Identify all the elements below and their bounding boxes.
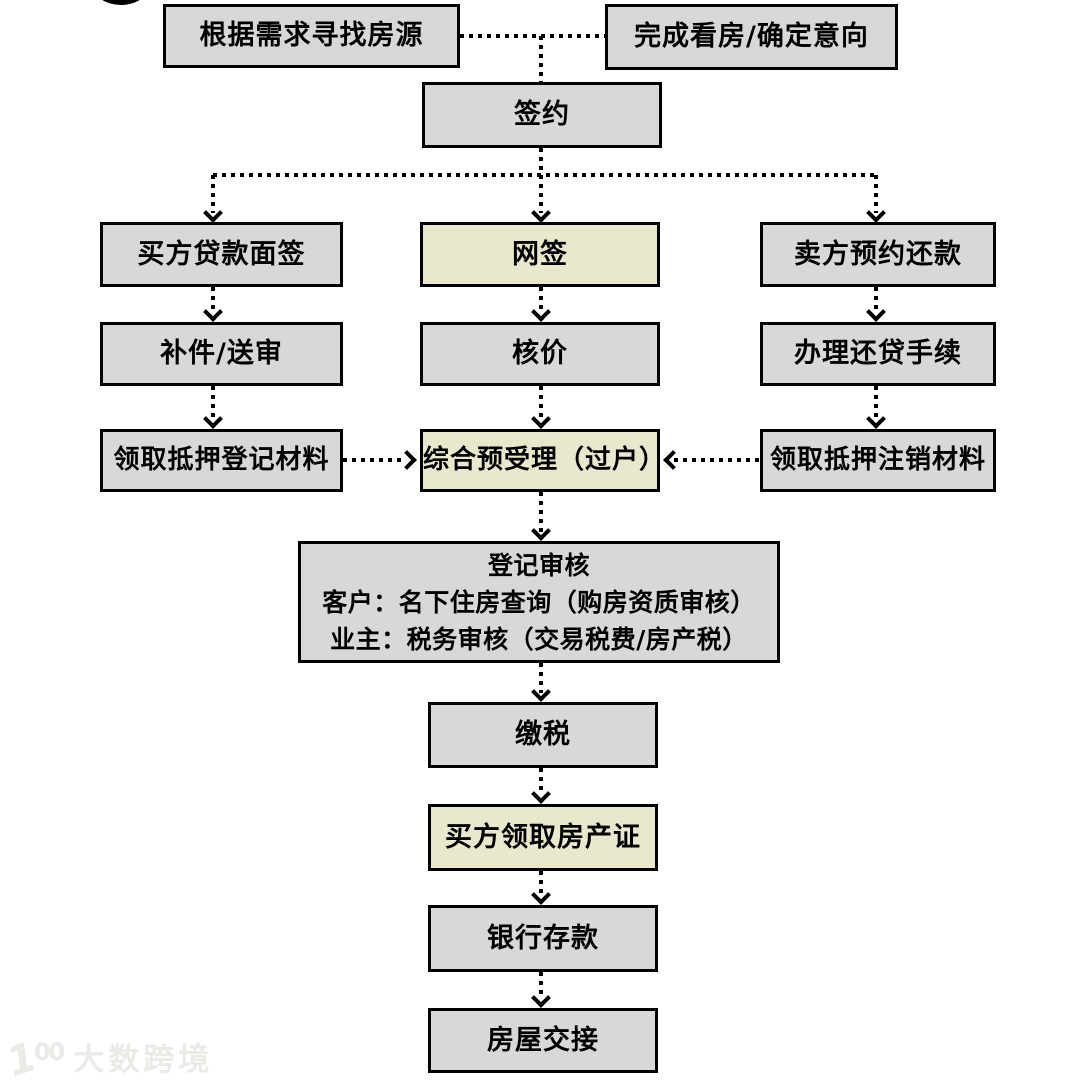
connector-branch-to-seller-repay	[874, 175, 878, 213]
node-mortgage-registration-materials: 领取抵押登记材料	[100, 429, 343, 492]
node-seller-repay-appointment: 卖方预约还款	[760, 222, 996, 287]
arrowhead-procedure	[866, 302, 886, 322]
watermark-text: 大数跨境	[73, 1042, 214, 1078]
node-online-sign: 网签	[420, 222, 660, 287]
registration-review-owner-line: 业主：税务审核（交易税费/房产税）	[330, 624, 748, 654]
arrowhead-supplement	[203, 302, 223, 322]
arrowhead-seller-repay	[866, 203, 886, 223]
connector-sign-to-branch	[539, 148, 543, 175]
node-supplement-review: 补件/送审	[100, 322, 343, 386]
node-mortgage-cancellation-materials: 领取抵押注销材料	[760, 429, 996, 492]
node-sign-contract: 签约	[422, 82, 662, 148]
connector-price-to-pre-acceptance	[539, 386, 543, 420]
connector-bank-to-handover	[539, 972, 543, 999]
decorative-circle	[92, 0, 150, 5]
connector-seller-repay-to-procedure	[874, 287, 878, 313]
node-confirm-intent: 完成看房/确定意向	[605, 4, 898, 70]
watermark-logo-zeros: 00	[33, 1038, 65, 1066]
node-repay-procedure: 办理还贷手续	[760, 322, 996, 386]
connector-supplement-to-reg-materials	[211, 386, 215, 420]
node-comprehensive-pre-acceptance: 综合预受理（过户）	[420, 429, 665, 492]
arrowhead-certificate	[531, 784, 551, 804]
connector-online-sign-to-price	[539, 287, 543, 313]
connector-procedure-to-cancel-materials	[874, 386, 878, 420]
connector-find-to-confirm	[460, 34, 605, 38]
arrowhead-reg-materials	[203, 409, 223, 429]
registration-review-buyer-line: 客户：名下住房查询（购房资质审核）	[322, 587, 756, 617]
arrowhead-pre-acceptance-top	[531, 409, 551, 429]
arrowhead-pre-acceptance-right	[663, 450, 683, 470]
connector-branch-to-online-sign	[539, 175, 543, 213]
connector-reg-materials-to-pre-acceptance	[343, 458, 403, 462]
arrowhead-pay-tax	[531, 682, 551, 702]
node-buyer-loan-interview: 买方贷款面签	[100, 222, 343, 287]
connector-branch-line	[213, 173, 878, 177]
arrowhead-cancel-materials	[866, 409, 886, 429]
connector-review-to-pay-tax	[539, 663, 543, 693]
connector-cancel-materials-to-pre-acceptance	[674, 458, 760, 462]
arrowhead-pre-acceptance-left	[397, 450, 417, 470]
node-buyer-get-certificate: 买方领取房产证	[428, 804, 658, 871]
connector-drop-to-sign	[539, 36, 543, 82]
arrowhead-bank	[531, 885, 551, 905]
node-bank-deposit: 银行存款	[428, 905, 658, 972]
registration-review-title: 登记审核	[487, 550, 590, 580]
arrowhead-online-sign	[531, 203, 551, 223]
connector-pay-tax-to-certificate	[539, 768, 543, 795]
connector-pre-acceptance-to-review	[539, 492, 543, 532]
connector-certificate-to-bank	[539, 871, 543, 896]
arrowhead-handover	[531, 988, 551, 1008]
arrowhead-price	[531, 302, 551, 322]
node-pay-tax: 缴税	[428, 702, 658, 768]
node-registration-review: 登记审核 客户：名下住房查询（购房资质审核） 业主：税务审核（交易税费/房产税）	[298, 541, 780, 663]
connector-branch-to-buyer-loan	[211, 175, 215, 213]
node-price-verification: 核价	[420, 322, 660, 386]
connector-buyer-loan-to-supplement	[211, 287, 215, 313]
arrowhead-review	[531, 521, 551, 541]
node-find-house: 根据需求寻找房源	[163, 4, 460, 68]
arrowhead-buyer-loan	[203, 203, 223, 223]
node-house-handover: 房屋交接	[428, 1008, 658, 1073]
